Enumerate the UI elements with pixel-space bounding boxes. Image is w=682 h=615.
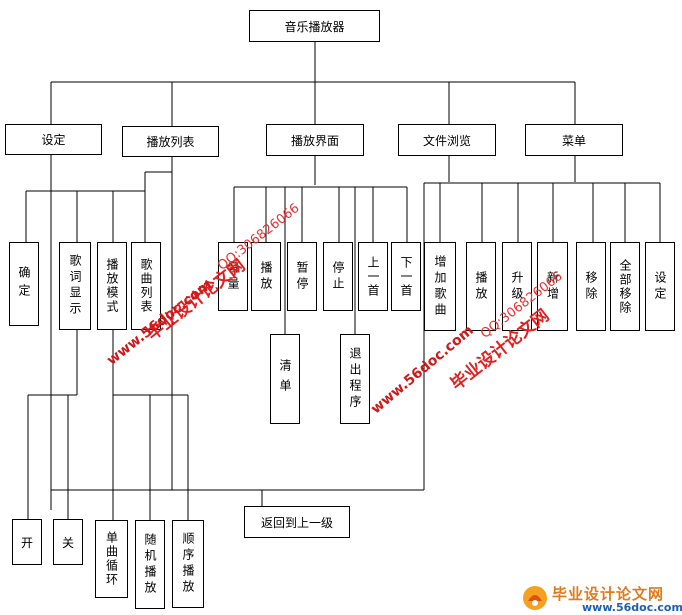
node-pause-label: 暂停 xyxy=(295,260,309,293)
node-confirm: 确定 xyxy=(9,242,39,326)
node-remove-label: 移除 xyxy=(584,270,598,303)
node-settings: 设定 xyxy=(5,124,102,155)
node-lyrics-display-label: 歌词显示 xyxy=(68,254,82,318)
node-play-mode: 播放模式 xyxy=(97,242,127,330)
node-playlist: 播放列表 xyxy=(122,126,219,157)
node-exit-program: 退出程序 xyxy=(340,334,370,424)
node-upgrade: 升级 xyxy=(502,242,532,331)
node-song-list-label: 歌曲列表 xyxy=(139,258,153,314)
node-menu-settings-label: 设定 xyxy=(653,270,667,303)
node-clear-list-label: 清单 xyxy=(278,359,292,399)
node-on-label: 开 xyxy=(20,535,33,550)
node-song-list: 歌曲列表 xyxy=(131,242,161,330)
node-on: 开 xyxy=(12,519,42,565)
node-file-play-label: 播放 xyxy=(474,270,488,303)
root-label: 音乐播放器 xyxy=(284,19,345,34)
node-volume-label: 音量 xyxy=(226,260,240,293)
node-lyrics-display: 歌词显示 xyxy=(59,242,91,330)
node-play-label: 播放 xyxy=(259,260,273,293)
node-off: 关 xyxy=(53,519,83,565)
node-single-loop-label: 单曲循环 xyxy=(104,531,119,587)
node-sequential-play-label: 顺序播放 xyxy=(181,532,195,596)
node-prev-track-label: 上一首 xyxy=(366,255,380,298)
footer-logo: 毕业设计论文网 www.56doc.com xyxy=(520,583,682,614)
logo-title: 毕业设计论文网 xyxy=(552,585,665,603)
node-random-play: 随机播放 xyxy=(135,520,165,609)
node-single-loop: 单曲循环 xyxy=(95,520,128,598)
node-new: 新增 xyxy=(537,242,568,331)
logo-url: www.56doc.com xyxy=(582,601,682,614)
node-stop-label: 停止 xyxy=(331,260,345,293)
node-add-song: 增加歌曲 xyxy=(424,242,456,331)
node-menu-settings: 设定 xyxy=(645,242,675,331)
node-random-play-label: 随机播放 xyxy=(143,532,157,597)
node-file-browse-label: 文件浏览 xyxy=(422,133,471,148)
node-menu: 菜单 xyxy=(525,124,623,156)
node-playlist-label: 播放列表 xyxy=(146,135,195,149)
node-new-label: 新增 xyxy=(545,270,560,303)
node-file-browse: 文件浏览 xyxy=(398,124,496,156)
node-volume: 音量 xyxy=(218,242,248,311)
node-remove: 移除 xyxy=(576,242,606,331)
node-play-interface-label: 播放界面 xyxy=(290,133,339,148)
node-remove-all-label: 全部移除 xyxy=(618,258,632,315)
node-file-play: 播放 xyxy=(466,242,496,331)
node-next-track: 下一首 xyxy=(391,242,421,311)
node-remove-all: 全部移除 xyxy=(610,242,640,331)
node-return: 返回到上一级 xyxy=(244,506,350,538)
node-return-label: 返回到上一级 xyxy=(260,515,333,530)
node-sequential-play: 顺序播放 xyxy=(172,520,204,608)
node-prev-track: 上一首 xyxy=(358,242,388,311)
node-exit-program-label: 退出程序 xyxy=(348,347,362,411)
node-off-label: 关 xyxy=(61,535,74,550)
node-play: 播放 xyxy=(251,242,281,311)
logo-mark-icon xyxy=(523,586,547,610)
node-stop: 停止 xyxy=(323,242,353,311)
node-clear-list: 清单 xyxy=(270,334,300,424)
node-menu-label: 菜单 xyxy=(561,133,586,148)
node-confirm-label: 确定 xyxy=(17,266,31,302)
node-settings-label: 设定 xyxy=(41,133,66,147)
node-upgrade-label: 升级 xyxy=(510,270,524,303)
node-pause: 暂停 xyxy=(287,242,317,311)
node-add-song-label: 增加歌曲 xyxy=(433,254,447,319)
node-next-track-label: 下一首 xyxy=(399,255,413,298)
root-node: 音乐播放器 xyxy=(249,10,380,42)
node-play-interface: 播放界面 xyxy=(266,124,364,156)
node-play-mode-label: 播放模式 xyxy=(105,258,119,314)
